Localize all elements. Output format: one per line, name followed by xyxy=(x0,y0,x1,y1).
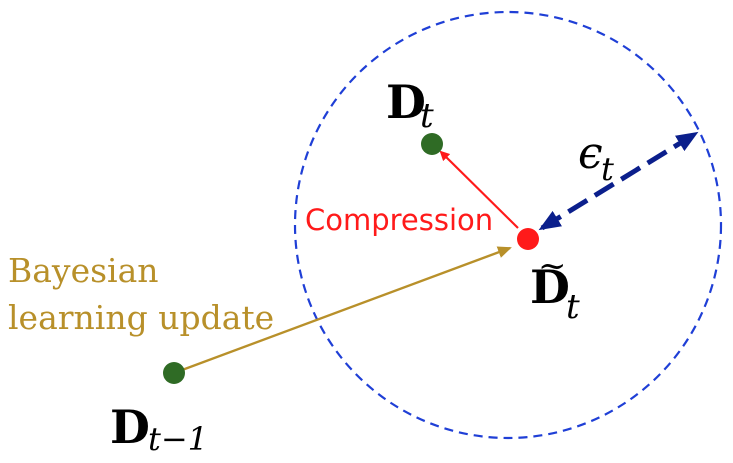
label-d-prev-base: D xyxy=(110,400,150,454)
bayesian-label-line2: learning update xyxy=(8,298,274,337)
label-epsilon-sub: t xyxy=(601,150,614,188)
label-d-t-base: D xyxy=(386,75,426,129)
label-d-t: D t xyxy=(386,75,434,136)
point-d-t-minus-1 xyxy=(163,362,185,384)
label-epsilon-t: ϵ t xyxy=(578,128,614,188)
point-d-tilde-t xyxy=(517,228,539,250)
bayesian-update-arrow xyxy=(173,246,512,375)
label-d-t-sub: t xyxy=(420,96,434,136)
epsilon-radius-arrow xyxy=(538,131,699,231)
compression-label: Compression xyxy=(305,203,493,237)
point-d-t xyxy=(421,133,443,155)
label-d-prev-sub: t−1 xyxy=(148,420,208,458)
compression-arrow xyxy=(439,150,519,229)
epsilon-ball-circle xyxy=(293,10,723,440)
label-d-t-minus-1: D t−1 xyxy=(110,400,208,458)
label-d-tilde-mark: ~ xyxy=(538,246,567,286)
label-epsilon-base: ϵ xyxy=(578,128,603,179)
label-d-tilde-sub: t xyxy=(566,287,580,327)
label-d-tilde-t: D ~ t xyxy=(530,246,580,327)
label-d-tilde-base: D xyxy=(530,260,570,314)
bayesian-label-line1: Bayesian xyxy=(8,251,159,290)
